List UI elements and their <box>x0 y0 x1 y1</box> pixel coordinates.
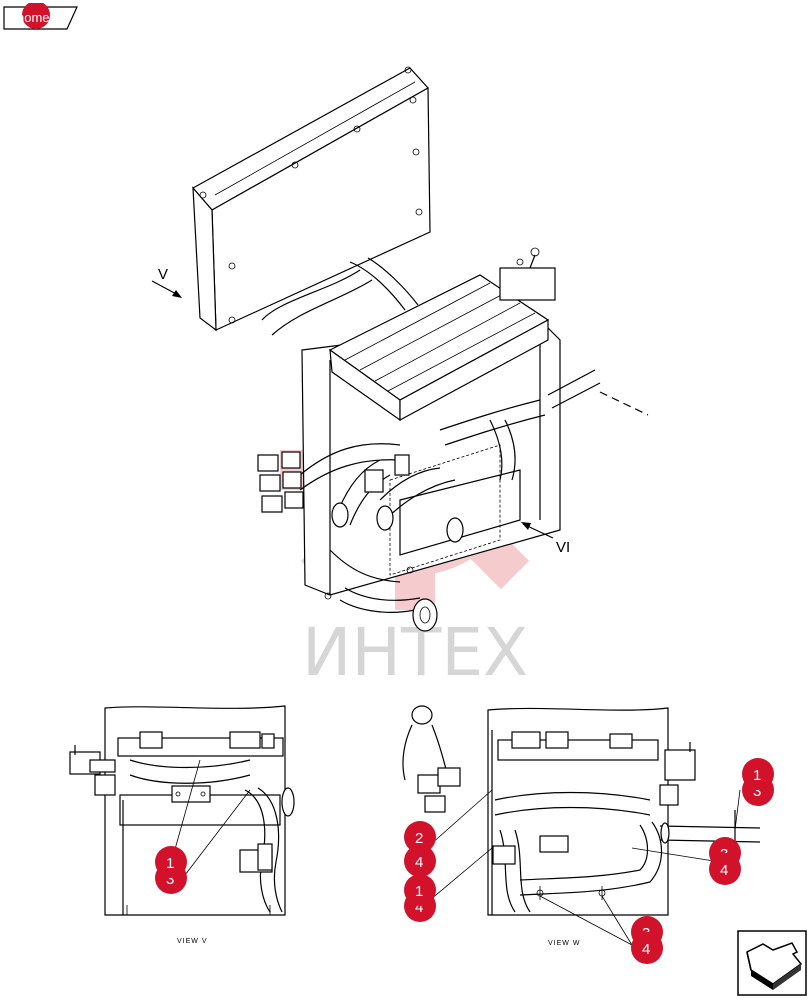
view-v-caption: VIEW V <box>177 938 208 945</box>
callout-label: 4 <box>642 941 650 958</box>
callout-label: 1 <box>166 855 174 872</box>
callout-label: 4 <box>415 854 423 871</box>
view-v: VIEW V <box>69 705 295 945</box>
view-vi: VIEW W <box>402 705 761 947</box>
callout-1[interactable]: 1 <box>742 758 774 790</box>
watermark-text: ИНТЕХ <box>302 614 528 691</box>
callout-label: 4 <box>720 862 728 879</box>
module-ribs <box>344 282 536 392</box>
callout-label: 2 <box>415 830 423 847</box>
callouts: 3 1 3 1 2 4 4 1 <box>155 758 774 964</box>
callout-label: 1 <box>753 767 761 784</box>
view-vi-caption: VIEW W <box>548 940 580 947</box>
left-connectors <box>257 451 304 513</box>
panel-bolts <box>199 66 423 324</box>
callout-1[interactable]: 1 <box>404 874 436 906</box>
callout-4[interactable]: 4 <box>631 932 663 964</box>
view-vi-connectors <box>511 731 633 853</box>
callout-1[interactable]: 1 <box>155 846 187 878</box>
callout-label: 3 <box>753 783 761 800</box>
next-page-button[interactable] <box>737 930 807 996</box>
view-v-marker: V <box>158 266 168 283</box>
view-vi-marker: VI <box>556 539 570 556</box>
home-button[interactable]: home <box>3 3 79 31</box>
main-assembly: V <box>151 66 649 632</box>
home-tab-icon <box>3 3 78 30</box>
callout-2[interactable]: 2 <box>404 821 436 853</box>
callout-label: 4 <box>415 899 423 916</box>
callout-4[interactable]: 4 <box>709 853 741 885</box>
view-v-connectors <box>139 731 275 749</box>
callout-4[interactable]: 4 <box>404 845 436 877</box>
callout-label: 1 <box>415 883 423 900</box>
home-label: home <box>17 10 50 25</box>
callout-label: 3 <box>166 871 174 888</box>
next-page-arrow-icon <box>737 930 807 996</box>
